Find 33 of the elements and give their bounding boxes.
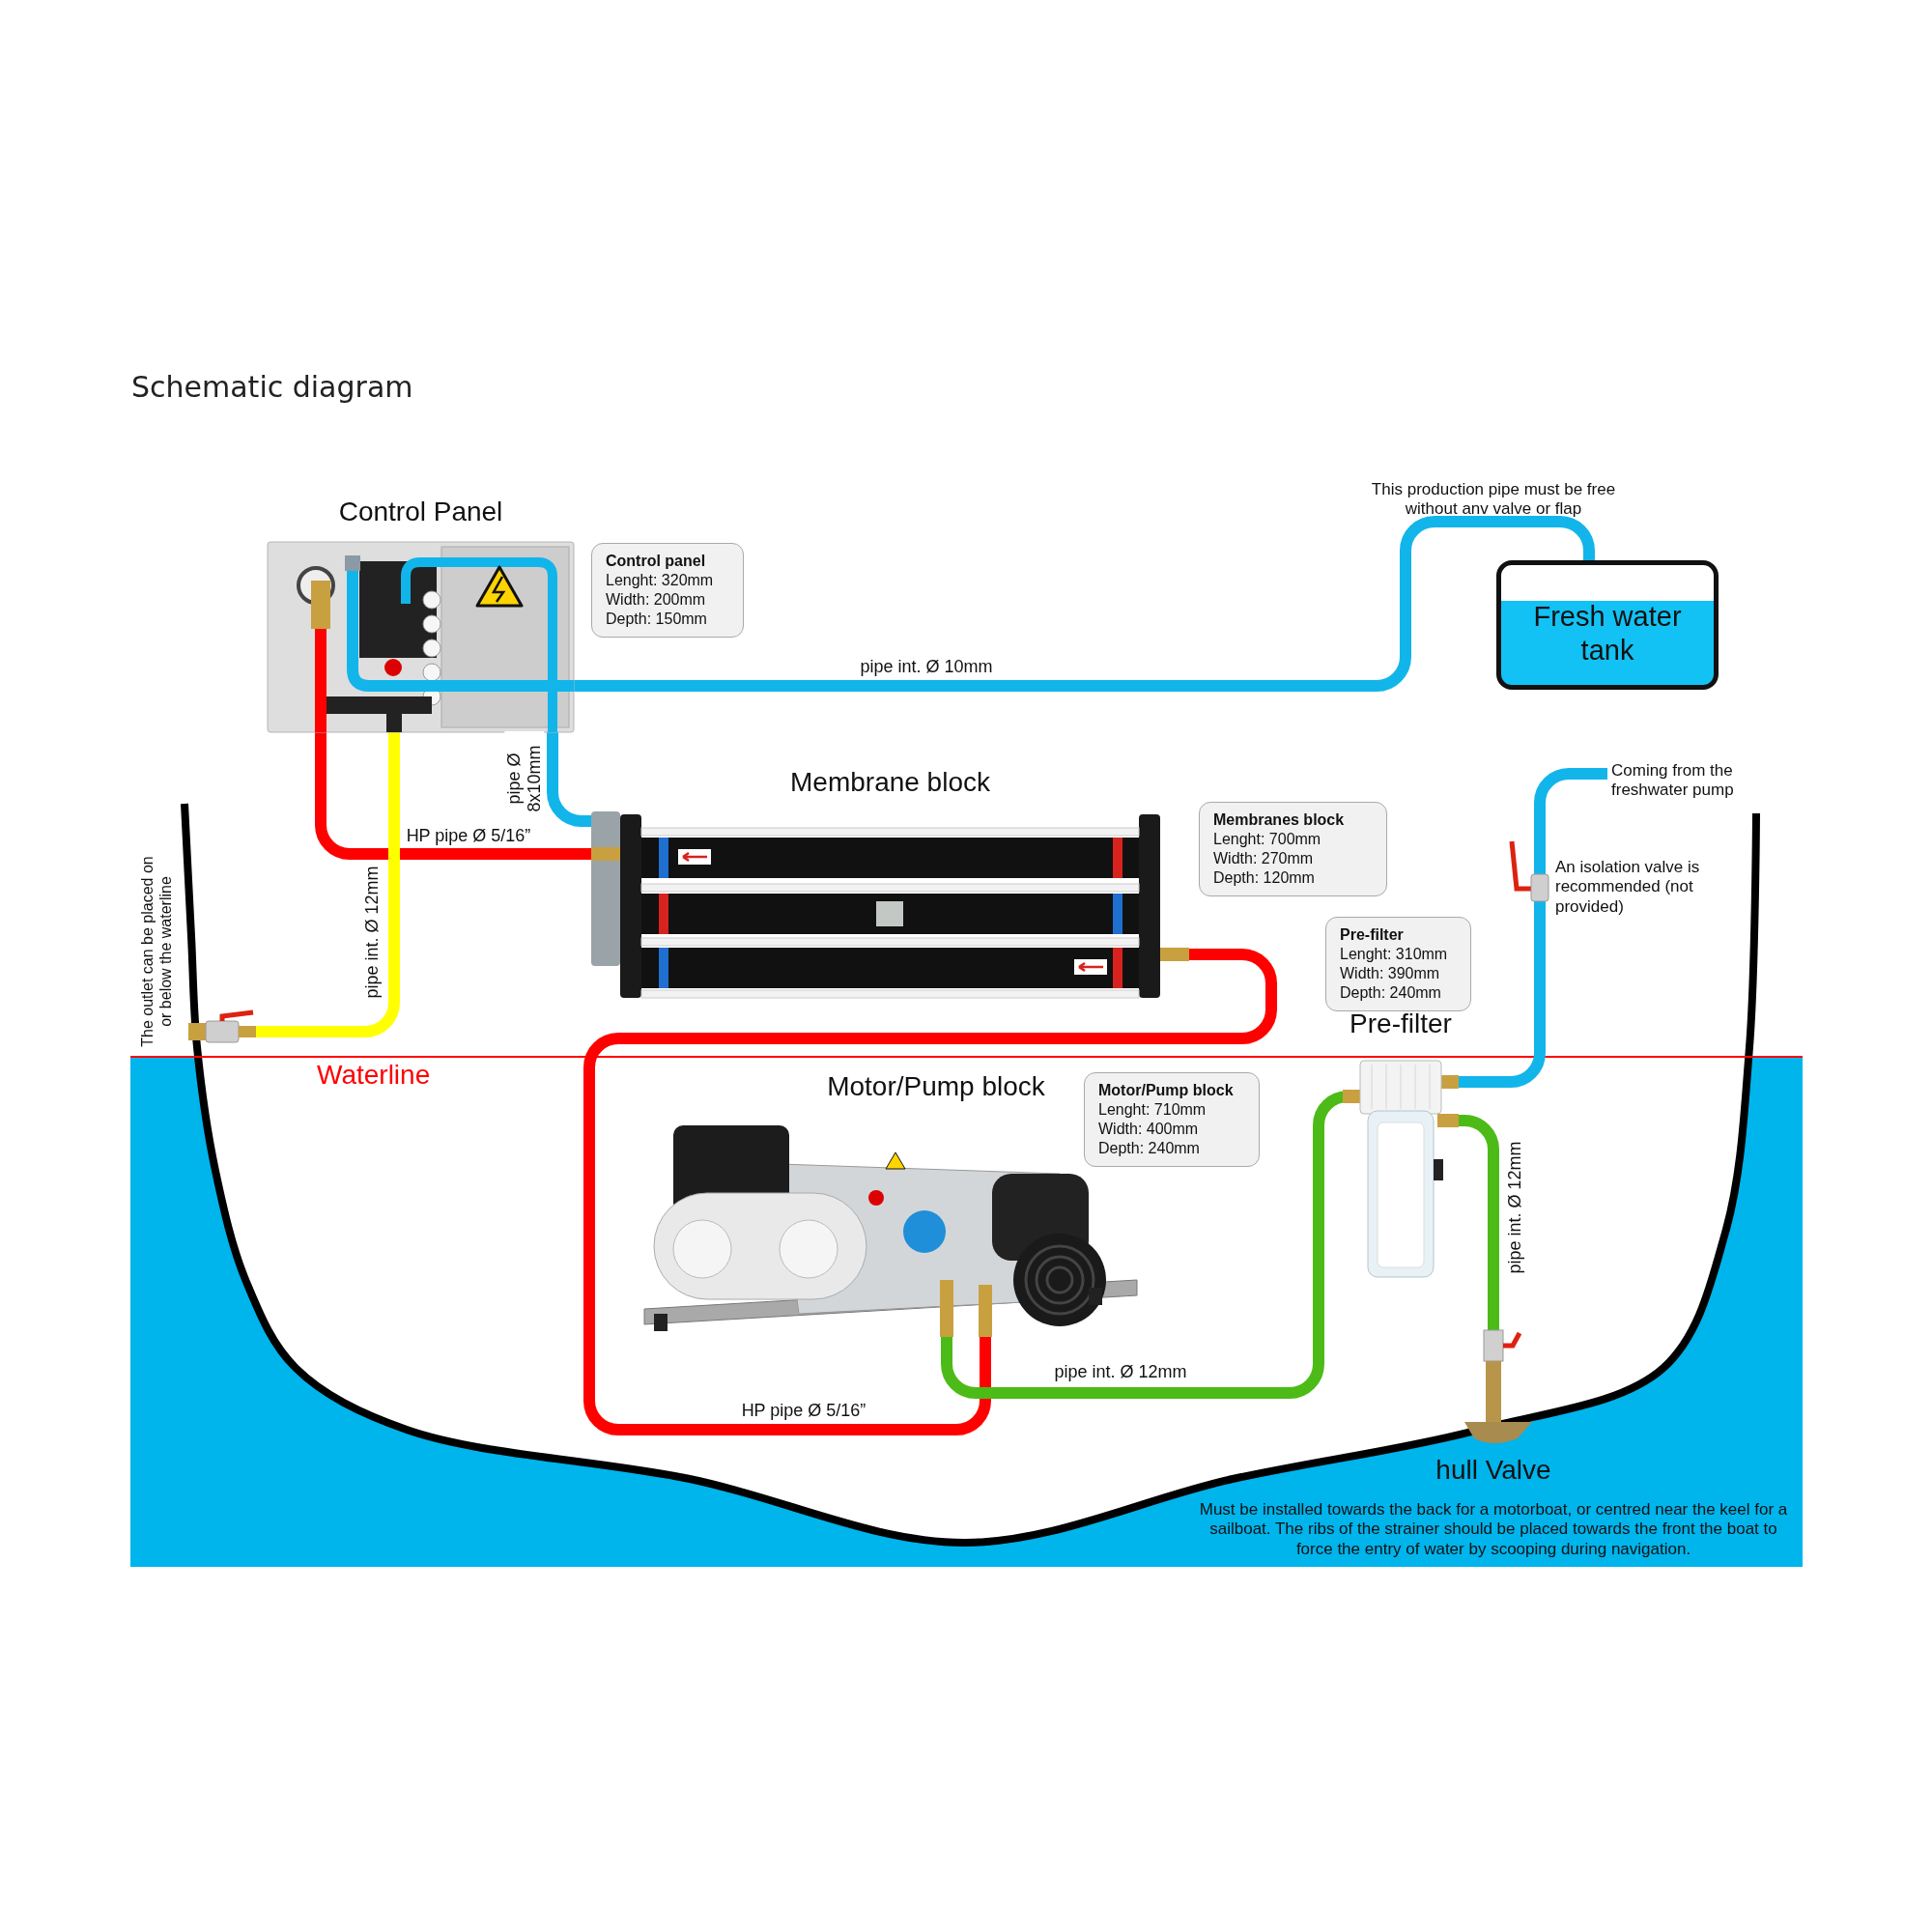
spec-text: Lenght: 320mm Width: 200mm Depth: 150mm: [606, 571, 715, 629]
tank-label: Fresh water tank: [1532, 600, 1683, 668]
section-heading: hull Valve: [1435, 1455, 1551, 1486]
diagram-title: Schematic diagram: [131, 370, 413, 404]
spec-text: Lenght: 310mm Width: 390mm Depth: 240mm: [1340, 945, 1449, 1003]
pipe: [547, 732, 591, 827]
water-tank: [1496, 560, 1719, 690]
note-text: This production pipe must be free without anv valve or flap: [1370, 480, 1617, 520]
section-heading: Motor/Pump block: [827, 1071, 1045, 1102]
pipe: [256, 732, 400, 1037]
pipe: [1459, 1115, 1499, 1330]
waterline-label: Waterline: [317, 1059, 431, 1092]
spec-card: [1084, 1072, 1260, 1167]
note-text: Coming from the freshwater pump: [1610, 761, 1735, 801]
hull-valve-note: Must be installed towards the back for a motorboat, or centred near the keel for a sailboat. The ribs of the strainer should be placed towards the front the boat to force the entry of water by scooping during navigation.: [1199, 1500, 1788, 1560]
spec-heading: Pre-filter: [1340, 925, 1405, 945]
note-text: An isolation valve is recommended (not provided): [1555, 858, 1701, 918]
section-heading: Control Panel: [338, 497, 503, 527]
spec-text: Lenght: 700mm Width: 270mm Depth: 120mm: [1213, 830, 1322, 888]
spec-card: [1325, 917, 1471, 1011]
section-heading: Pre-filter: [1350, 1009, 1452, 1039]
spec-card: [1199, 802, 1387, 896]
pipe: [574, 516, 1595, 692]
pipe: [1459, 768, 1607, 1088]
spec-card: [591, 543, 744, 638]
spec-heading: Control panel: [606, 552, 707, 571]
outlet-note: The outlet can be placed on or below the waterline: [137, 855, 175, 1049]
spec-heading: Membranes block: [1213, 810, 1346, 830]
pipe: [583, 949, 1277, 1435]
spec-heading: Motor/Pump block: [1098, 1081, 1235, 1100]
spec-text: Lenght: 710mm Width: 400mm Depth: 240mm: [1098, 1100, 1208, 1158]
section-heading: Membrane block: [790, 767, 990, 798]
pipe: [315, 732, 591, 860]
